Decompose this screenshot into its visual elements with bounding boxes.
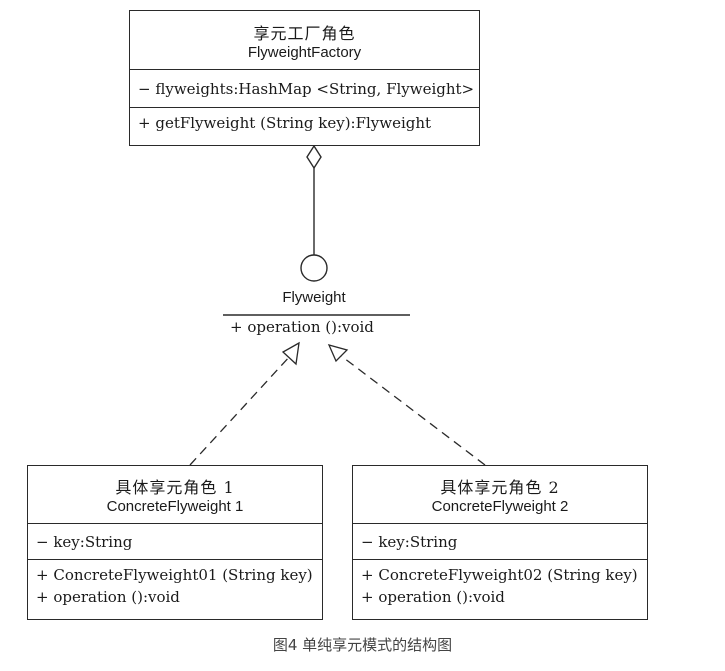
attributes-section: − key:String [28,524,322,560]
concrete-flyweight-2-class: 具体享元角色 2 ConcreteFlyweight 2 − key:Strin… [352,465,648,620]
class-header: 具体享元角色 2 ConcreteFlyweight 2 [353,466,647,524]
operations-section: + ConcreteFlyweight02 (String key) + ope… [353,560,647,608]
realization-arrowhead-1 [281,341,300,366]
realization-line-2 [339,354,486,466]
class-header: 具体享元角色 1 ConcreteFlyweight 1 [28,466,322,524]
class-header: 享元工厂角色 FlyweightFactory [130,11,479,70]
attributes-section: − key:String [353,524,647,560]
realization-line-1 [189,354,292,466]
attribute-item: − flyweights:HashMap <String, Flyweight> [138,80,475,98]
class-name-cn: 具体享元角色 2 [440,478,560,497]
operation-item: + ConcreteFlyweight01 (String key) [36,566,313,584]
attributes-section: − flyweights:HashMap <String, Flyweight> [130,70,479,108]
operations-section: + getFlyweight (String key):Flyweight [130,108,479,134]
realization-arrowhead-2 [327,344,349,363]
figure-caption: 图4 单纯享元模式的结构图 [272,636,453,654]
flyweight-interface-name: Flyweight [282,289,346,306]
interface-lollipop-circle [300,254,328,282]
attribute-item: − key:String [36,533,133,551]
class-name-cn: 具体享元角色 1 [115,478,235,497]
attribute-item: − key:String [361,533,458,551]
flyweight-factory-class: 享元工厂角色 FlyweightFactory − flyweights:Has… [129,10,480,146]
class-name-cn: 享元工厂角色 [253,24,356,43]
class-name-en: FlyweightFactory [247,44,362,61]
operations-section: + ConcreteFlyweight01 (String key) + ope… [28,560,322,608]
operation-item: + operation ():void [361,588,505,606]
class-name-en: ConcreteFlyweight 2 [431,498,569,515]
operation-item: + ConcreteFlyweight02 (String key) [361,566,638,584]
concrete-flyweight-1-class: 具体享元角色 1 ConcreteFlyweight 1 − key:Strin… [27,465,323,620]
aggregation-diamond [306,144,322,170]
class-name-en: ConcreteFlyweight 1 [106,498,244,515]
operation-item: + operation ():void [36,588,180,606]
operation-item: + getFlyweight (String key):Flyweight [138,114,432,132]
flyweight-interface-operation: + operation ():void [230,318,374,336]
